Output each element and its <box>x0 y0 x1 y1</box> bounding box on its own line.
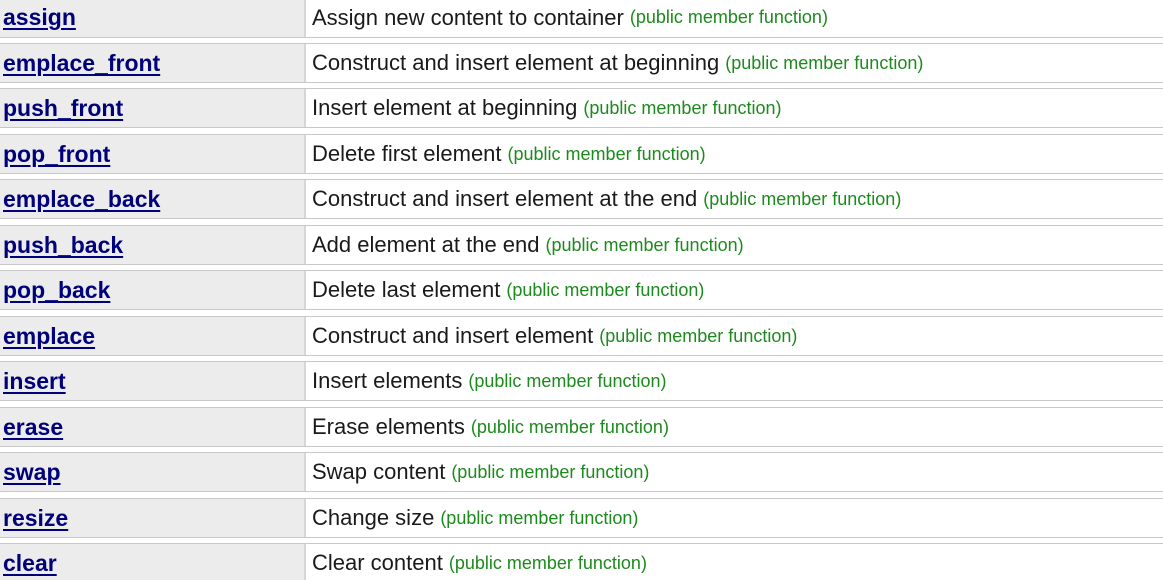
member-link-insert[interactable]: insert <box>3 367 66 394</box>
member-description: Add element at the end <box>312 232 540 257</box>
member-link-pop-front[interactable]: pop_front <box>3 140 111 167</box>
member-description: Construct and insert element at beginnin… <box>312 50 720 75</box>
member-link-push-front[interactable]: push_front <box>3 94 124 121</box>
member-description: Clear content <box>312 550 443 575</box>
table-row: swap Swap content (public member functio… <box>0 452 1163 492</box>
member-description-cell: Add element at the end (public member fu… <box>306 226 1163 264</box>
member-kind: (public member function) <box>545 234 744 255</box>
table-row: clear Clear content (public member funct… <box>0 543 1163 580</box>
member-kind: (public member function) <box>599 325 798 346</box>
member-description-cell: Change size (public member function) <box>306 499 1163 537</box>
member-description-cell: Construct and insert element (public mem… <box>306 317 1163 355</box>
member-link-erase[interactable]: erase <box>3 413 64 440</box>
member-kind: (public member function) <box>451 461 650 482</box>
member-kind: (public member function) <box>470 416 669 437</box>
table-row: insert Insert elements (public member fu… <box>0 361 1163 401</box>
table-row: emplace Construct and insert element (pu… <box>0 316 1163 356</box>
member-description-cell: Assign new content to container (public … <box>306 0 1163 37</box>
member-description: Erase elements <box>312 414 465 439</box>
table-row: pop_front Delete first element (public m… <box>0 134 1163 174</box>
member-description-cell: Construct and insert element at beginnin… <box>306 44 1163 82</box>
member-kind: (public member function) <box>507 143 706 164</box>
member-name-cell: resize <box>0 499 306 537</box>
member-link-assign[interactable]: assign <box>3 4 76 30</box>
table-row: assign Assign new content to container (… <box>0 0 1163 38</box>
member-description: Change size <box>312 505 435 530</box>
member-description-cell: Construct and insert element at the end … <box>306 180 1163 218</box>
member-link-emplace[interactable]: emplace <box>3 322 96 349</box>
member-description: Construct and insert element at the end <box>312 186 698 211</box>
member-name-cell: pop_front <box>0 135 306 173</box>
member-link-resize[interactable]: resize <box>3 504 69 531</box>
member-description-cell: Insert element at beginning (public memb… <box>306 89 1163 127</box>
member-kind: (public member function) <box>629 7 828 27</box>
member-description: Insert elements <box>312 368 463 393</box>
member-kind: (public member function) <box>506 279 705 300</box>
member-description: Construct and insert element <box>312 323 594 348</box>
table-row: emplace_back Construct and insert elemen… <box>0 179 1163 219</box>
member-description: Swap content <box>312 459 446 484</box>
member-description: Delete last element <box>312 277 501 302</box>
table-row: pop_back Delete last element (public mem… <box>0 270 1163 310</box>
member-link-push-back[interactable]: push_back <box>3 231 124 258</box>
member-kind: (public member function) <box>448 552 647 573</box>
table-row: push_back Add element at the end (public… <box>0 225 1163 265</box>
member-link-emplace-front[interactable]: emplace_front <box>3 49 161 76</box>
member-link-emplace-back[interactable]: emplace_back <box>3 185 161 212</box>
member-description: Assign new content to container <box>312 4 624 30</box>
member-name-cell: push_front <box>0 89 306 127</box>
member-description-cell: Erase elements (public member function) <box>306 408 1163 446</box>
member-name-cell: clear <box>0 544 306 580</box>
table-row: emplace_front Construct and insert eleme… <box>0 43 1163 83</box>
member-description-cell: Delete last element (public member funct… <box>306 271 1163 309</box>
member-name-cell: swap <box>0 453 306 491</box>
member-name-cell: insert <box>0 362 306 400</box>
member-description-cell: Clear content (public member function) <box>306 544 1163 580</box>
table-row: push_front Insert element at beginning (… <box>0 88 1163 128</box>
member-description: Delete first element <box>312 141 502 166</box>
table-row: erase Erase elements (public member func… <box>0 407 1163 447</box>
member-name-cell: assign <box>0 0 306 37</box>
member-description: Insert element at beginning <box>312 95 578 120</box>
member-kind: (public member function) <box>468 370 667 391</box>
member-name-cell: push_back <box>0 226 306 264</box>
member-link-clear[interactable]: clear <box>3 549 57 576</box>
member-kind: (public member function) <box>703 188 902 209</box>
member-name-cell: emplace <box>0 317 306 355</box>
member-description-cell: Delete first element (public member func… <box>306 135 1163 173</box>
table-row: resize Change size (public member functi… <box>0 498 1163 538</box>
member-description-cell: Swap content (public member function) <box>306 453 1163 491</box>
member-kind: (public member function) <box>440 507 639 528</box>
member-name-cell: pop_back <box>0 271 306 309</box>
member-name-cell: emplace_back <box>0 180 306 218</box>
member-kind: (public member function) <box>725 52 924 73</box>
member-name-cell: emplace_front <box>0 44 306 82</box>
member-name-cell: erase <box>0 408 306 446</box>
member-description-cell: Insert elements (public member function) <box>306 362 1163 400</box>
member-kind: (public member function) <box>583 97 782 118</box>
member-link-swap[interactable]: swap <box>3 458 61 485</box>
member-link-pop-back[interactable]: pop_back <box>3 276 111 303</box>
